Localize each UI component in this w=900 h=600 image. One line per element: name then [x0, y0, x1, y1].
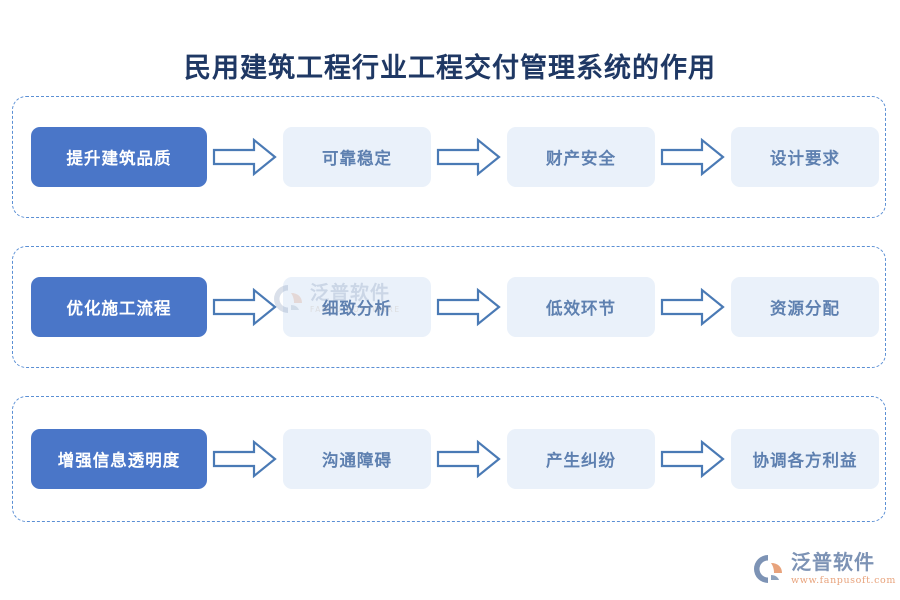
step-node-3-3[interactable]: 协调各方利益 — [731, 429, 879, 489]
brand-url: www.fanpusoft.com — [791, 575, 896, 587]
step-node-1-1[interactable]: 可靠稳定 — [283, 127, 431, 187]
flow-row-3: 增强信息透明度 沟通障碍 产生纠纷 协调各方利益 — [12, 396, 886, 522]
arrow-right-icon — [207, 284, 283, 330]
flow-row-1: 提升建筑品质 可靠稳定 财产安全 设计要求 — [12, 96, 886, 218]
step-node-1-3[interactable]: 设计要求 — [731, 127, 879, 187]
step-node-2-2[interactable]: 低效环节 — [507, 277, 655, 337]
arrow-right-icon — [431, 436, 507, 482]
flow-row-2: 优化施工流程 细致分析 低效环节 资源分配 — [12, 246, 886, 368]
step-node-1-2[interactable]: 财产安全 — [507, 127, 655, 187]
primary-node-3[interactable]: 增强信息透明度 — [31, 429, 207, 489]
arrow-right-icon — [207, 134, 283, 180]
flow-sequence-2: 优化施工流程 细致分析 低效环节 资源分配 — [31, 276, 879, 338]
primary-node-1[interactable]: 提升建筑品质 — [31, 127, 207, 187]
fanpu-logo-icon — [752, 552, 786, 586]
brand-name: 泛普软件 — [791, 550, 875, 575]
arrow-right-icon — [431, 284, 507, 330]
arrow-right-icon — [655, 134, 731, 180]
step-node-3-2[interactable]: 产生纠纷 — [507, 429, 655, 489]
primary-node-2[interactable]: 优化施工流程 — [31, 277, 207, 337]
brand-text: 泛普软件 www.fanpusoft.com — [791, 552, 896, 586]
flow-sequence-1: 提升建筑品质 可靠稳定 财产安全 设计要求 — [31, 126, 879, 188]
arrow-right-icon — [207, 436, 283, 482]
flow-sequence-3: 增强信息透明度 沟通障碍 产生纠纷 协调各方利益 — [31, 428, 879, 490]
arrow-right-icon — [655, 436, 731, 482]
step-node-2-3[interactable]: 资源分配 — [731, 277, 879, 337]
arrow-right-icon — [655, 284, 731, 330]
page-title: 民用建筑工程行业工程交付管理系统的作用 — [184, 53, 716, 84]
step-node-2-1[interactable]: 细致分析 — [283, 277, 431, 337]
arrow-right-icon — [431, 134, 507, 180]
step-node-3-1[interactable]: 沟通障碍 — [283, 429, 431, 489]
brand-logo: 泛普软件 www.fanpusoft.com — [752, 546, 895, 592]
